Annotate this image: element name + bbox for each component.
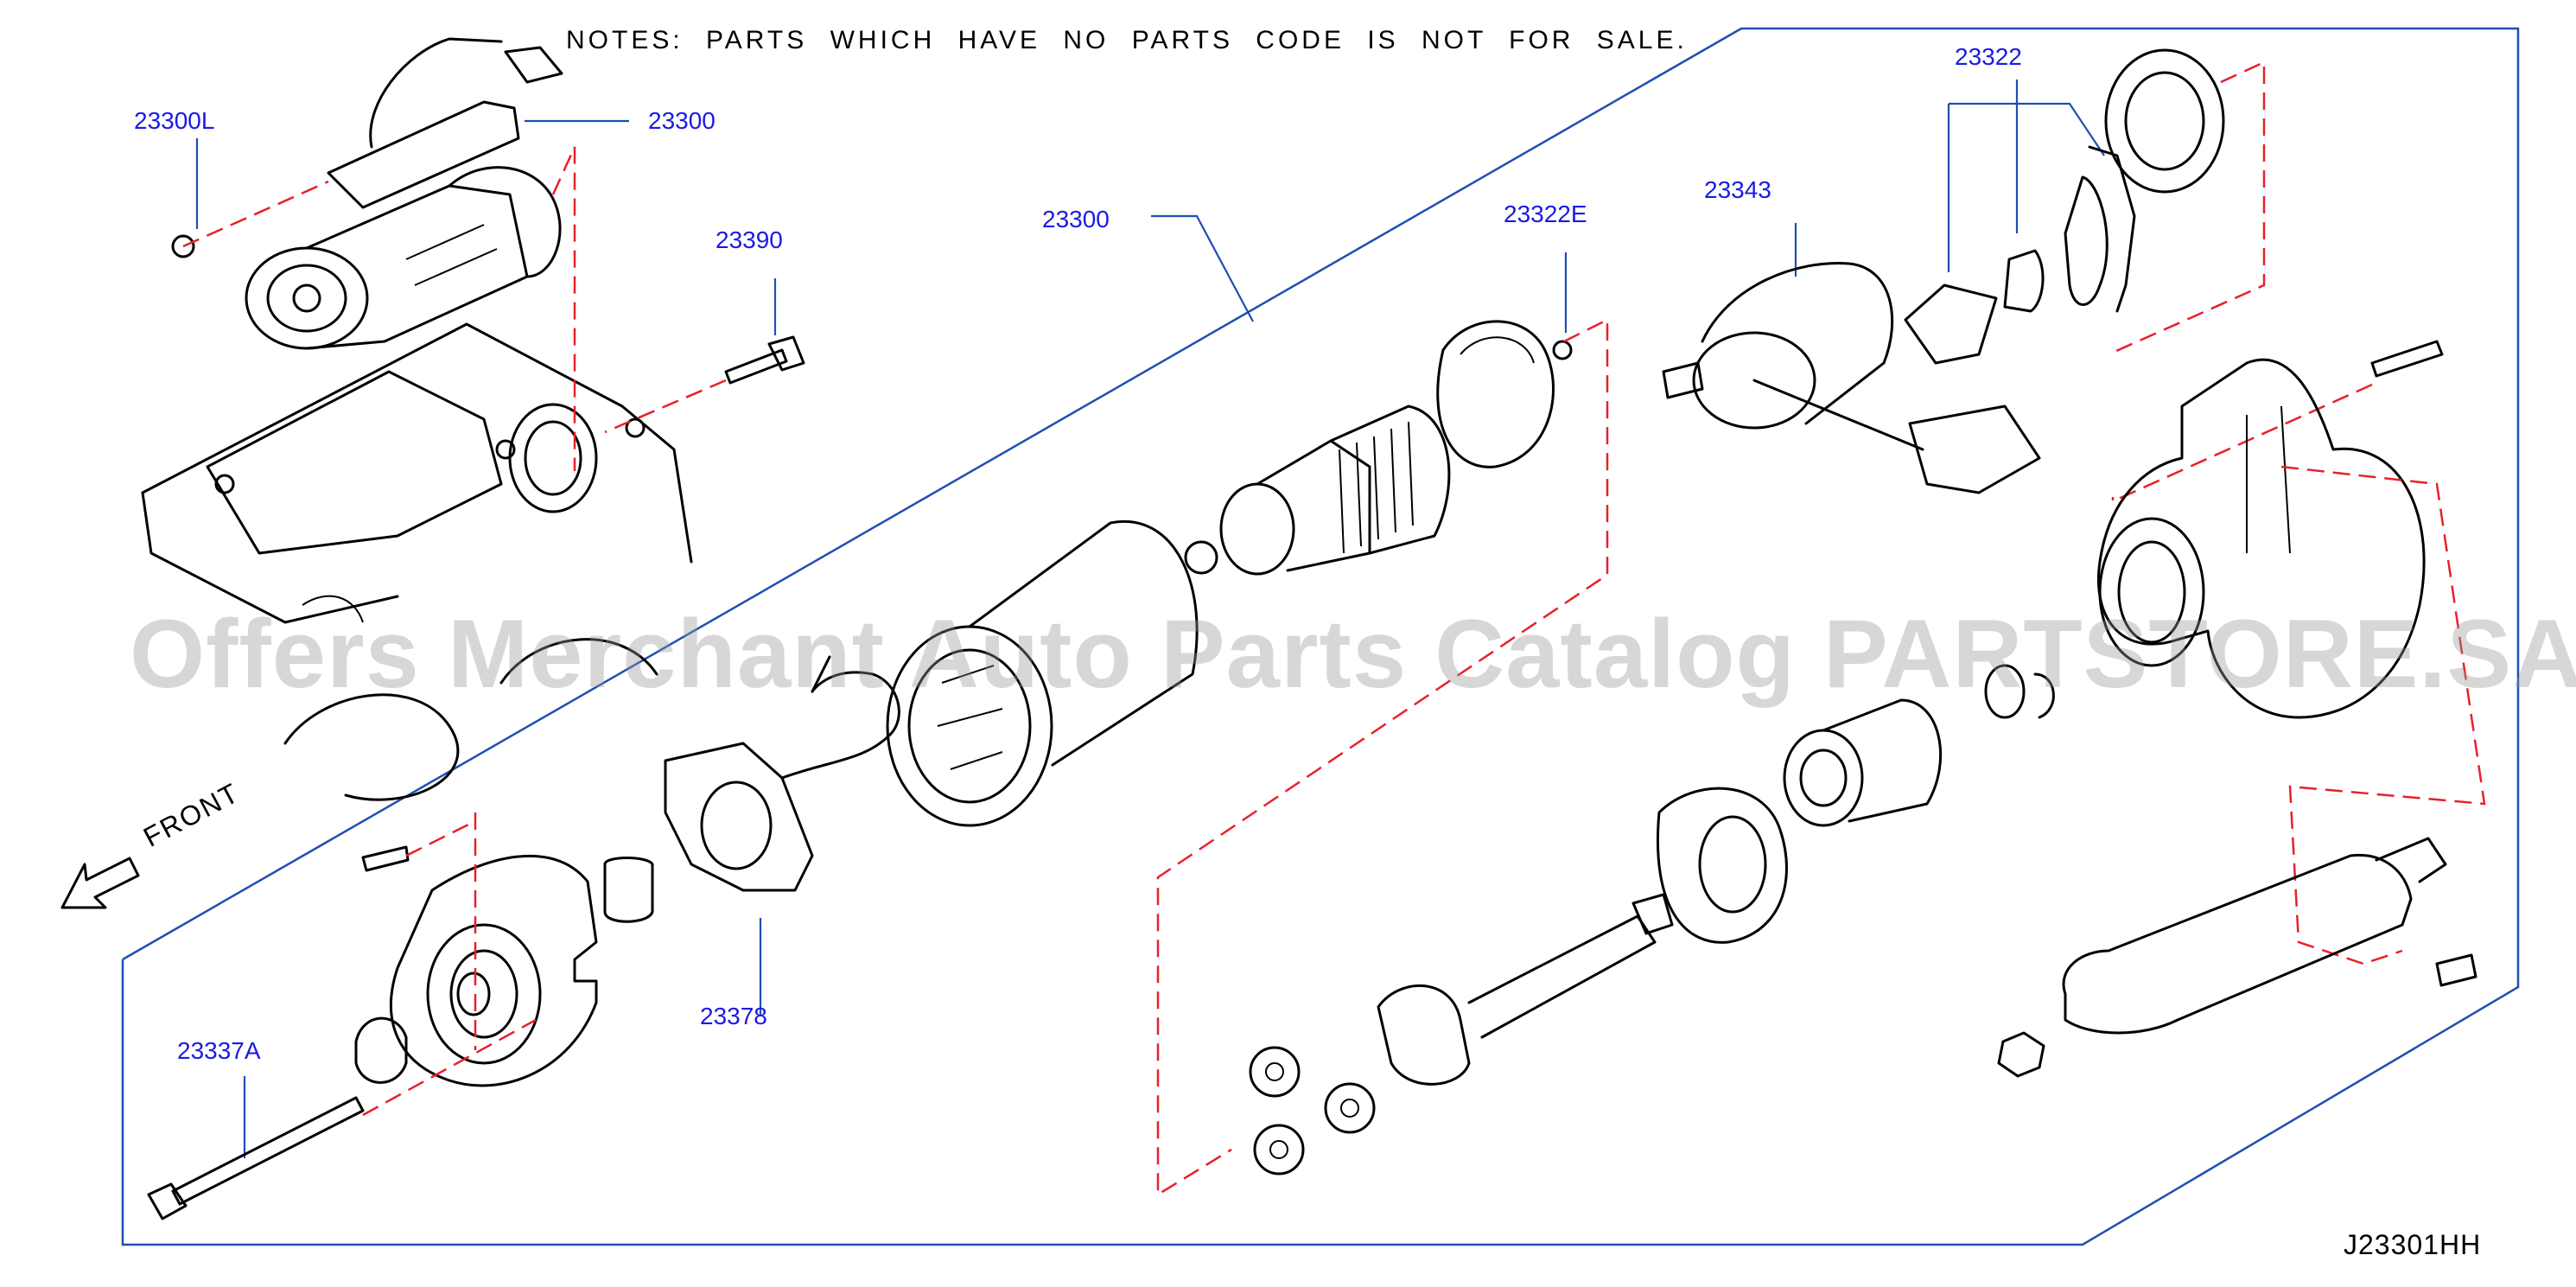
callout-23322E[interactable]: 23322E	[1504, 201, 1587, 227]
front-arrow	[60, 857, 140, 909]
callout-23343[interactable]: 23343	[1704, 176, 1771, 203]
callout-23322[interactable]: 23322	[1955, 43, 2022, 70]
dust-cover	[2062, 837, 2447, 1035]
engine-block	[141, 322, 693, 801]
notes-text: NOTES: PARTS WHICH HAVE NO PARTS CODE IS…	[566, 26, 1688, 54]
brush-holder-23378	[664, 655, 900, 892]
bolt-23390	[724, 335, 805, 385]
starter-motor-assembly	[171, 37, 563, 350]
bolt-top-right	[2370, 340, 2444, 378]
diagram-code: J23301HH	[2344, 1229, 2482, 1260]
drive-lever-23322	[1904, 48, 2225, 365]
front-housing	[2097, 358, 2426, 719]
armature	[1184, 405, 1451, 576]
bolt-bottom-right	[2435, 953, 2477, 987]
rear-bracket	[354, 845, 654, 1087]
callout-23300-main[interactable]: 23300	[1042, 206, 1110, 233]
through-bolt-23337A	[147, 1096, 365, 1220]
callout-23337A[interactable]: 23337A	[177, 1037, 261, 1064]
brush-ring-23322E	[1436, 320, 1573, 468]
exploded-view-boundary	[121, 27, 2520, 1246]
internal-gear	[1657, 787, 1788, 944]
yoke-housing	[886, 519, 1199, 827]
solenoid-23343	[1662, 261, 2041, 494]
overrunning-clutch	[1783, 664, 2055, 827]
callout-23378[interactable]: 23378	[700, 1003, 767, 1029]
callout-23390[interactable]: 23390	[716, 226, 783, 253]
nut-bottom-right	[1997, 1031, 2045, 1078]
watermark: Offers Merchant Auto Parts Catalog PARTS…	[130, 600, 2576, 708]
callout-23300L[interactable]: 23300L	[134, 107, 215, 134]
planet-gears	[1249, 1046, 1376, 1176]
pinion-shaft	[1377, 893, 1674, 1086]
callout-23300-top[interactable]: 23300	[648, 107, 716, 134]
